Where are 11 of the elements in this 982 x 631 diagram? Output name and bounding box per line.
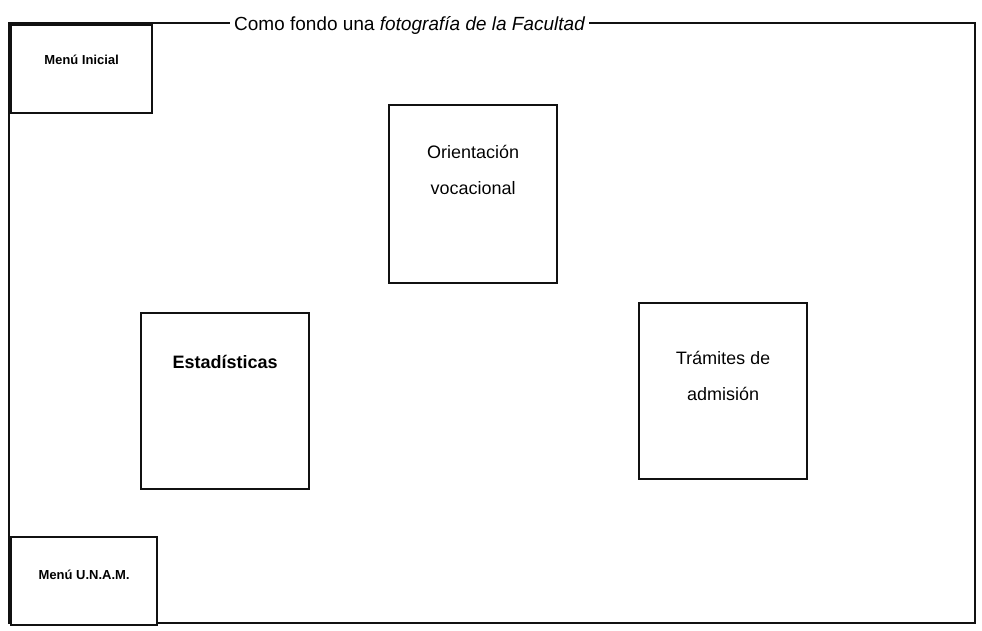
- menu-label: Orientación vocacional: [426, 141, 520, 200]
- menu-box: [388, 104, 558, 284]
- menu-box: [638, 302, 808, 480]
- menu-label: Menú U.N.A.M.: [38, 566, 130, 584]
- menu-label: Trámites de admisión: [674, 347, 772, 406]
- menu-box: [140, 312, 310, 490]
- menu-label: Estadísticas: [171, 352, 279, 373]
- menu-label: Menú Inicial: [43, 52, 120, 67]
- menu-button: [10, 536, 158, 626]
- menu-button: [10, 24, 153, 114]
- background-note: Como fondo una fotografía de la Facultad: [230, 14, 589, 36]
